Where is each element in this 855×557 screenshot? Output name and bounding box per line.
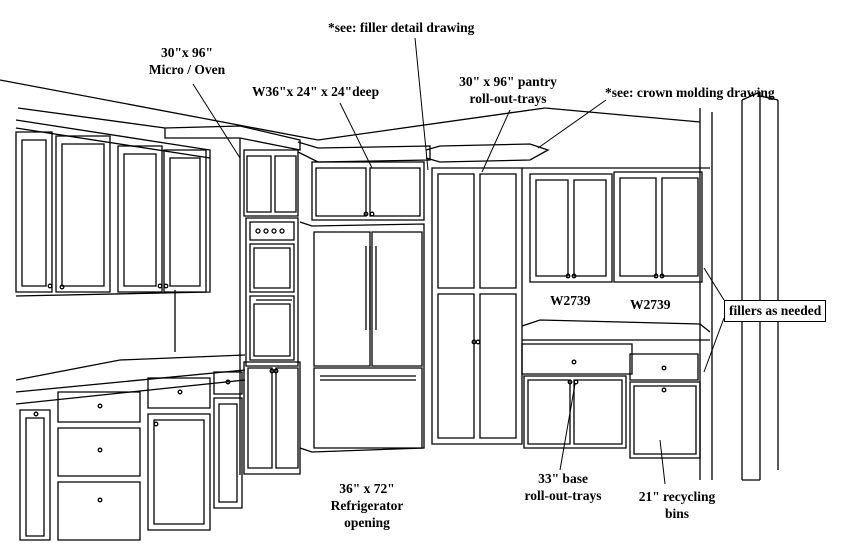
fillers-note: fillers as needed [724,300,827,322]
base-rollout-size: 33" base [538,471,588,486]
filler-detail-note-text: *see: filler detail drawing [328,20,475,35]
micro-oven-size: 30"x 96" [160,45,214,60]
refrigerator-word: Refrigerator [330,498,404,513]
crown-molding-note: *see: crown molding drawing [605,84,775,101]
recycling-bins-label: 21" recycling bins [624,488,730,522]
leader-lines [193,38,724,484]
wall-cabinet-label: W36"x 24" x 24"deep [252,83,379,100]
refrigerator-opening-word: opening [344,515,390,530]
fillers-note-text: fillers as needed [729,303,822,318]
wall-cab-left-code-text: W2739 [550,293,591,308]
right-base-cabinets [522,320,710,458]
wall-cab-right-code-text: W2739 [630,297,671,312]
crown-molding-note-text: *see: crown molding drawing [605,85,775,100]
micro-oven-label: 30"x 96" Micro / Oven [136,44,238,78]
base-rollout-feature: roll-out-trays [524,488,602,503]
wall-cab-left-code: W2739 [550,292,591,309]
recycling-size: 21" recycling [638,489,716,504]
filler-detail-note: *see: filler detail drawing [328,19,474,36]
fridge-wall-cabinet [298,142,430,220]
right-upper-cabinets [522,168,710,282]
pantry-size: 30" x 96" pantry [459,74,557,89]
left-upper-cabinets [16,120,210,296]
pantry-feature: roll-out-trays [469,91,547,106]
left-base-cabinets [16,355,245,540]
wall-cab-right-code: W2739 [630,296,671,313]
oven-tower-cabinet [165,126,300,475]
base-rollout-label: 33" base roll-out-trays [510,470,616,504]
recycling-bins-word: bins [664,506,690,521]
wall-cabinet-size: W36"x 24" x 24"deep [252,84,380,99]
refrigerator-size: 36" x 72" [339,481,395,496]
pantry-cabinet [426,144,548,444]
refrigerator-opening-label: 36" x 72" Refrigerator opening [318,480,416,531]
room-structure [0,80,778,480]
micro-oven-type: Micro / Oven [148,62,226,77]
pantry-label: 30" x 96" pantry roll-out-trays [446,73,570,107]
refrigerator [300,222,424,452]
